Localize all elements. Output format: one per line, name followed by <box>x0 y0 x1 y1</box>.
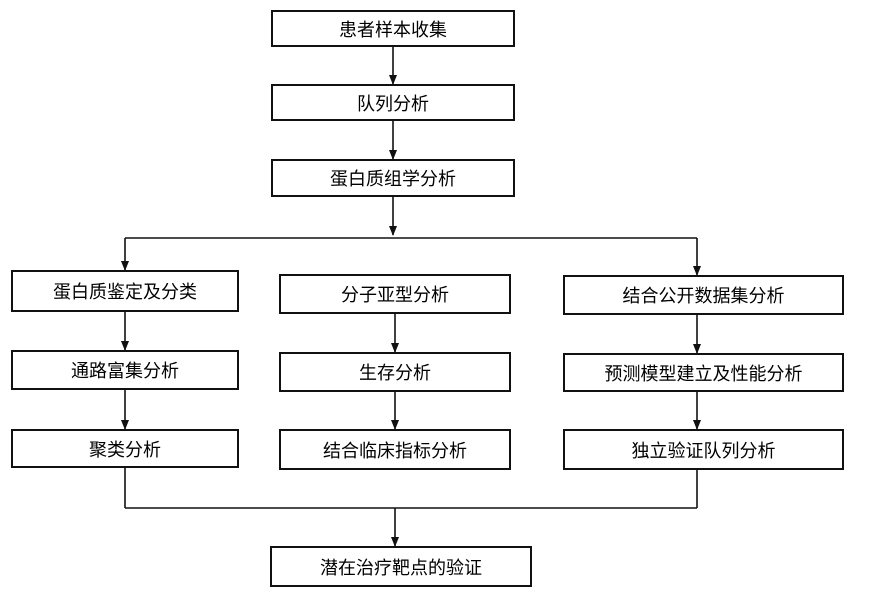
node-survival: 生存分析 <box>279 352 511 392</box>
node-identify: 蛋白质鉴定及分类 <box>11 270 239 312</box>
node-clinical: 结合临床指标分析 <box>279 429 511 470</box>
node-target: 潜在治疗靶点的验证 <box>270 546 532 587</box>
node-model: 预测模型建立及性能分析 <box>563 353 844 392</box>
node-public: 结合公开数据集分析 <box>563 275 844 315</box>
node-cluster: 聚类分析 <box>11 429 239 468</box>
node-collect: 患者样本收集 <box>271 10 515 47</box>
node-validation: 独立验证队列分析 <box>563 429 844 470</box>
node-proteomics: 蛋白质组学分析 <box>271 159 515 197</box>
node-subtype: 分子亚型分析 <box>279 274 511 314</box>
node-cohort: 队列分析 <box>271 84 515 121</box>
node-pathway: 通路富集分析 <box>11 350 239 390</box>
